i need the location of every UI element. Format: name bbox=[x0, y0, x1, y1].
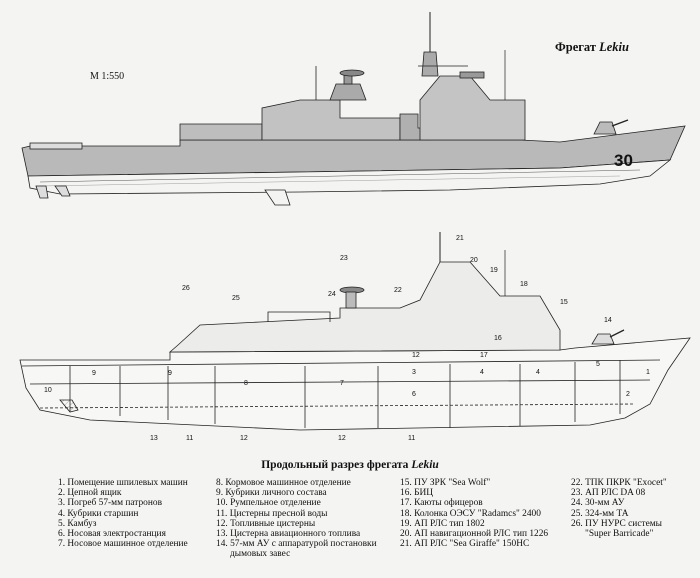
legend-item: 17. Каюты офицеров bbox=[400, 498, 483, 509]
drawing-title-prefix: Фрегат bbox=[555, 40, 600, 54]
callout-24: 24 bbox=[328, 291, 336, 298]
legend-item: 6. Носовая электростанция bbox=[58, 529, 166, 540]
callout-22: 22 bbox=[394, 287, 402, 294]
legend-item: 13. Цистерна авиационного топлива bbox=[216, 529, 361, 540]
drawing-title-ship-name: Lekiu bbox=[599, 40, 629, 54]
callout-23: 23 bbox=[340, 255, 348, 262]
legend-column-4: 22. ТПК ПКРК "Exocet" 23. АП РЛС DA 08 2… bbox=[571, 478, 667, 539]
section-callouts: 21 23 20 19 18 26 25 24 22 15 16 14 10 9… bbox=[44, 235, 650, 442]
legend-item: 7. Носовое машинное отделение bbox=[58, 539, 188, 550]
drawing-title: Фрегат Lekiu bbox=[555, 40, 629, 55]
callout-5: 5 bbox=[596, 361, 600, 368]
callout-12-top: 12 bbox=[412, 352, 420, 359]
legend-item: 20. АП навигационной РЛС тип 1226 bbox=[400, 529, 549, 540]
legend-item: 12. Топливные цистерны bbox=[216, 518, 316, 529]
callout-25: 25 bbox=[232, 295, 240, 302]
callout-4b: 4 bbox=[536, 369, 540, 376]
callout-20: 20 bbox=[470, 257, 478, 264]
callout-14: 14 bbox=[604, 317, 612, 324]
callout-8: 8 bbox=[244, 380, 248, 387]
legend-item: 21. АП РЛС "Sea Giraffe" 150HC bbox=[400, 539, 530, 550]
section-title-prefix: Продольный разрез фрегата bbox=[261, 459, 412, 471]
ship-drawings: 30 21 23 20 1 bbox=[19, 12, 691, 442]
callout-3: 3 bbox=[412, 369, 416, 376]
callout-19: 19 bbox=[490, 267, 498, 274]
legend-item: 18. Колонка ОЭСУ "Radamcs" 2400 bbox=[400, 508, 541, 519]
legend-item: 11. Цистерны пресной воды bbox=[216, 508, 328, 519]
legend-item: 15. ПУ ЗРК "Sea Wolf" bbox=[400, 478, 491, 488]
legend-item: 26. ПУ НУРС системы bbox=[571, 518, 662, 529]
legend-item: 24. 30-мм АУ bbox=[571, 498, 625, 509]
callout-12a: 12 bbox=[240, 435, 248, 442]
callout-10: 10 bbox=[44, 387, 52, 394]
callout-26: 26 bbox=[182, 285, 190, 292]
legend-item: 19. АП РЛС тип 1802 bbox=[400, 518, 485, 529]
legend-item: 2. Цепной ящик bbox=[58, 488, 122, 499]
scale-label: М 1:550 bbox=[90, 71, 125, 82]
section-title: Продольный разрез фрегата Lekiu bbox=[0, 459, 700, 471]
legend-item: 4. Кубрики старшин bbox=[58, 508, 139, 519]
callout-11b: 11 bbox=[408, 435, 415, 442]
callout-18: 18 bbox=[520, 281, 528, 288]
legend-item: 16. БИЦ bbox=[400, 488, 433, 499]
callout-17: 17 bbox=[480, 352, 488, 359]
legend-item: 5. Камбуз bbox=[58, 518, 97, 529]
legend-item: дымовых завес bbox=[230, 549, 291, 560]
callout-4a: 4 bbox=[480, 369, 484, 376]
legend-item: 9. Кубрики личного состава bbox=[216, 488, 327, 499]
side-profile-view bbox=[21, 12, 686, 206]
legend-item: 3. Погреб 57-мм патронов bbox=[58, 498, 162, 509]
callout-16: 16 bbox=[494, 335, 502, 342]
callout-11a: 11 bbox=[186, 435, 193, 442]
legend-column-2: 8. Кормовое машинное отделение 9. Кубрик… bbox=[216, 478, 377, 560]
legend-item: 14. 57-мм АУ с аппаратурой постановки bbox=[216, 539, 377, 550]
hull-number: 30 bbox=[614, 151, 633, 170]
section-title-ship-name: Lekiu bbox=[411, 459, 439, 471]
legend-column-1: 1. Помещение шпилевых машин 2. Цепной ящ… bbox=[58, 478, 188, 549]
legend-item: "Super Barricade" bbox=[585, 529, 654, 540]
callout-2: 2 bbox=[626, 391, 630, 398]
legend-item: 23. АП РЛС DA 08 bbox=[571, 488, 646, 499]
callout-15: 15 bbox=[560, 299, 568, 306]
callout-6: 6 bbox=[412, 391, 416, 398]
legend-item: 25. 324-мм ТА bbox=[571, 508, 629, 519]
callout-12b: 12 bbox=[338, 435, 346, 442]
legend-item: 22. ТПК ПКРК "Exocet" bbox=[571, 478, 667, 488]
longitudinal-section-view bbox=[19, 232, 691, 431]
callout-9a: 9 bbox=[92, 370, 96, 377]
callout-7: 7 bbox=[340, 380, 344, 387]
legend-item: 8. Кормовое машинное отделение bbox=[216, 478, 351, 488]
legend-column-3: 15. ПУ ЗРК "Sea Wolf" 16. БИЦ 17. Каюты … bbox=[400, 478, 548, 549]
callout-1: 1 bbox=[646, 369, 650, 376]
legend-item: 1. Помещение шпилевых машин bbox=[58, 478, 188, 488]
legend-item: 10. Румпельное отделение bbox=[216, 498, 321, 509]
callout-13: 13 bbox=[150, 435, 158, 442]
callout-21: 21 bbox=[456, 235, 464, 242]
callout-9b: 9 bbox=[168, 370, 172, 377]
